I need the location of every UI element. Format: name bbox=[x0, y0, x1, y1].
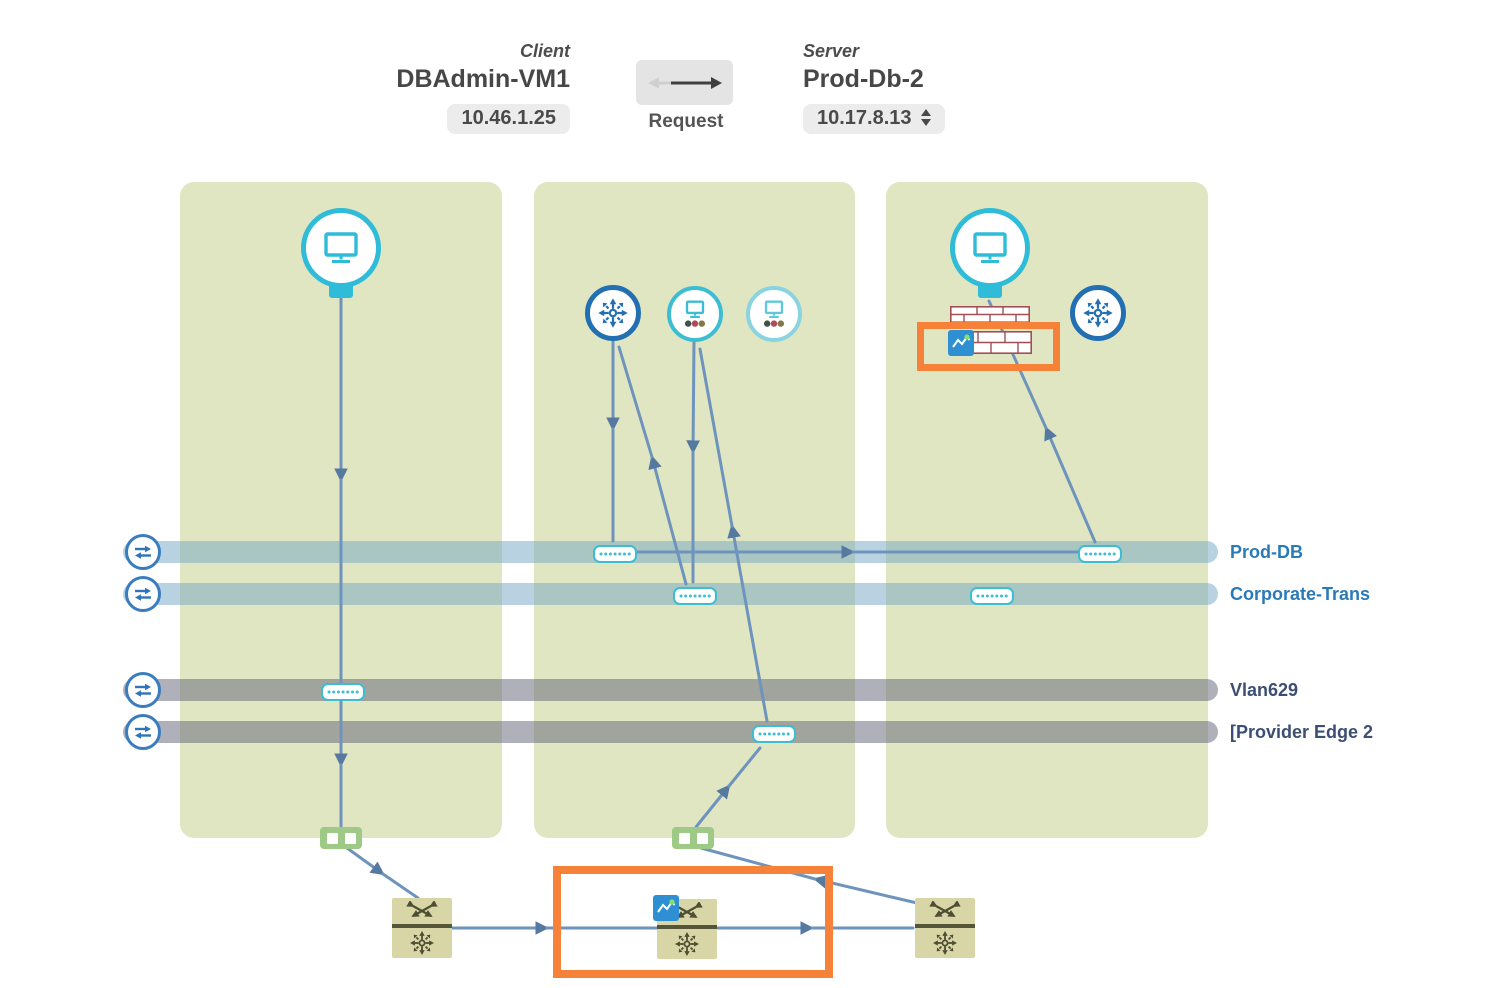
physical-switch-3[interactable] bbox=[915, 898, 975, 958]
request-direction-button[interactable] bbox=[636, 60, 733, 105]
port-dots-icon bbox=[1084, 552, 1116, 556]
ip-spinner-icon[interactable] bbox=[920, 108, 931, 126]
host-uplink-connector-transit bbox=[672, 827, 714, 849]
router-snowflake-icon bbox=[933, 931, 957, 955]
router-snowflake-icon bbox=[410, 931, 434, 955]
distributed-router-node-server[interactable] bbox=[1070, 285, 1126, 341]
edge-corptrans-to-router-2 bbox=[617, 345, 654, 459]
sparkline-icon bbox=[952, 334, 971, 348]
server-ip-value: 10.17.8.13 bbox=[817, 107, 912, 129]
network-label-provider-edge[interactable]: [Provider Edge 2 bbox=[1230, 722, 1374, 742]
bidirectional-arrows-icon bbox=[135, 587, 151, 601]
switch-crossed-arrows-icon bbox=[671, 902, 703, 918]
server-header: Server Prod-Db-2 10.17.8.13 bbox=[803, 40, 1063, 134]
request-direction-control: Request bbox=[636, 60, 736, 133]
edge-corptrans-to-router bbox=[648, 455, 688, 586]
distributed-router-node-transit[interactable] bbox=[585, 285, 641, 341]
switch-metrics-badge[interactable] bbox=[653, 895, 679, 921]
l2-network-icon-corporate-trans[interactable] bbox=[125, 576, 161, 612]
client-header: Client DBAdmin-VM1 10.46.1.25 bbox=[330, 40, 570, 134]
client-vm-node[interactable] bbox=[301, 208, 381, 288]
switch-crossed-arrows-icon bbox=[929, 901, 961, 917]
server-ip-chip[interactable]: 10.17.8.13 bbox=[803, 104, 945, 134]
port-dots-icon bbox=[758, 732, 790, 736]
network-label-vlan629[interactable]: Vlan629 bbox=[1230, 680, 1299, 700]
edge-pe-to-edgevm-2 bbox=[698, 347, 734, 528]
vm-group-icon bbox=[684, 300, 706, 327]
monitor-icon bbox=[973, 232, 1007, 263]
edge-uplink2-to-pe-2 bbox=[727, 746, 762, 788]
switch-crossed-arrows-icon bbox=[406, 901, 438, 917]
firewall-metrics-badge[interactable] bbox=[948, 330, 974, 356]
l2-network-icon-vlan629[interactable] bbox=[125, 672, 161, 708]
client-ip-value: 10.46.1.25 bbox=[461, 107, 556, 129]
vnic-marker-server-corptrans[interactable] bbox=[970, 587, 1014, 605]
vnic-marker-transit-provider-edge[interactable] bbox=[752, 725, 796, 743]
router-snowflake-icon bbox=[1083, 298, 1113, 328]
edge-uplink-to-switch1-2 bbox=[381, 872, 420, 900]
vnic-marker-transit-corptrans[interactable] bbox=[673, 587, 717, 605]
port-dots-icon bbox=[599, 552, 631, 556]
port-dots-icon bbox=[327, 690, 359, 694]
edge-vm-group-node-1[interactable] bbox=[667, 286, 723, 342]
edge-switch3-to-uplink2-2 bbox=[699, 846, 817, 881]
physical-switch-1[interactable] bbox=[392, 898, 452, 958]
firewall-brick-icon bbox=[950, 306, 1031, 323]
vnic-marker-transit-proddb[interactable] bbox=[593, 545, 637, 563]
firewall-rule-row-1[interactable] bbox=[950, 306, 1031, 328]
client-name: DBAdmin-VM1 bbox=[396, 65, 570, 93]
network-label-prod-db[interactable]: Prod-DB bbox=[1230, 542, 1303, 562]
bidirectional-arrows-icon bbox=[135, 545, 151, 559]
network-band-provider-edge[interactable] bbox=[123, 721, 1218, 743]
edge-edgevm-to-corptrans bbox=[686, 339, 701, 455]
edge-switch3-to-uplink2 bbox=[812, 874, 919, 905]
monitor-icon bbox=[324, 232, 358, 263]
bidirectional-arrows-icon bbox=[135, 683, 151, 697]
client-role-label: Client bbox=[519, 41, 570, 61]
network-band-corporate-trans[interactable] bbox=[123, 583, 1218, 605]
client-ip-chip[interactable]: 10.46.1.25 bbox=[447, 104, 570, 134]
bidirectional-arrows-icon bbox=[135, 725, 151, 739]
server-name: Prod-Db-2 bbox=[803, 65, 924, 93]
vnic-marker-client-vlan629[interactable] bbox=[321, 683, 365, 701]
router-snowflake-icon bbox=[675, 932, 699, 956]
server-role-label: Server bbox=[803, 41, 860, 61]
path-edges bbox=[334, 287, 1097, 935]
request-response-arrows-icon bbox=[647, 76, 722, 89]
server-vm-node[interactable] bbox=[950, 208, 1030, 288]
edge-vm-group-node-2[interactable] bbox=[746, 286, 802, 342]
l2-network-icon-prod-db[interactable] bbox=[125, 534, 161, 570]
request-label: Request bbox=[648, 111, 724, 132]
edge-proddb-to-firewall bbox=[1044, 426, 1097, 544]
network-label-corporate-trans[interactable]: Corporate-Trans bbox=[1230, 584, 1371, 604]
port-dots-icon bbox=[679, 594, 711, 598]
edge-pe-to-edgevm bbox=[727, 523, 769, 723]
l2-network-icon-provider-edge[interactable] bbox=[125, 714, 161, 750]
host-uplink-connector-client bbox=[320, 827, 362, 849]
port-dots-icon bbox=[976, 594, 1008, 598]
sparkline-icon bbox=[657, 899, 676, 913]
edge-uplink-to-switch1 bbox=[345, 846, 385, 876]
vm-group-icon bbox=[763, 300, 785, 327]
vnic-marker-server-proddb[interactable] bbox=[1078, 545, 1122, 563]
router-snowflake-icon bbox=[598, 298, 628, 328]
edge-uplink2-to-pe bbox=[694, 784, 731, 829]
network-band-vlan629[interactable] bbox=[123, 679, 1218, 701]
